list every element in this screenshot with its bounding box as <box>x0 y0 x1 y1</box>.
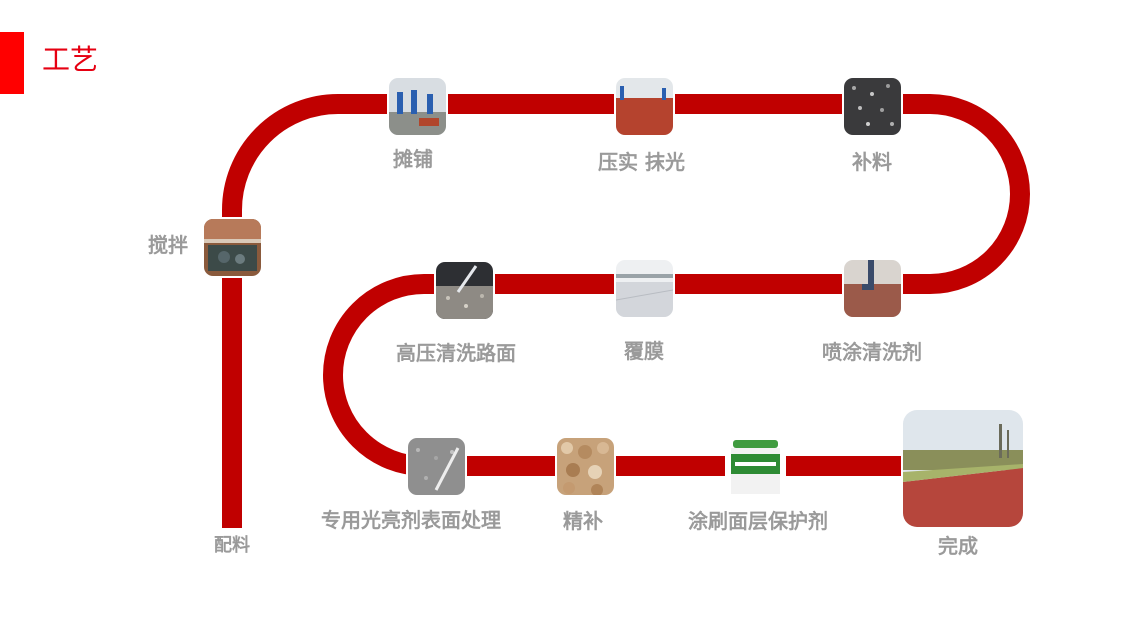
step-label-batch: 配料 <box>214 535 250 556</box>
red-pavement-photo <box>616 78 673 135</box>
finished-red-path-photo <box>903 410 1023 527</box>
step-label-done: 完成 <box>938 534 978 558</box>
spraying-pavement-photo <box>844 260 901 317</box>
surface-treatment-photo <box>408 438 465 495</box>
step-label-compact: 压实 抹光 <box>598 150 685 174</box>
step-label-spray-cleaner: 喷涂清洗剂 <box>822 340 922 364</box>
step-label-patch: 补料 <box>852 150 892 174</box>
step-label-spread: 摊铺 <box>393 147 433 171</box>
mixer-photo <box>204 219 261 276</box>
page-title: 工艺 <box>42 43 99 76</box>
film-covered-road-photo <box>616 260 673 317</box>
step-label-wash: 高压清洗路面 <box>396 341 516 365</box>
stones-closeup-photo <box>557 438 614 495</box>
title-accent-bar <box>0 32 24 94</box>
step-label-mix: 搅拌 <box>148 233 188 257</box>
step-label-film: 覆膜 <box>624 339 664 363</box>
step-label-fine-patch: 精补 <box>563 509 603 533</box>
sealant-bucket-photo <box>727 436 784 496</box>
gravel-closeup-photo <box>844 78 901 135</box>
pressure-washing-photo <box>436 262 493 319</box>
step-label-brighten: 专用光亮剂表面处理 <box>321 508 501 532</box>
step-label-coat: 涂刷面层保护剂 <box>688 509 828 533</box>
workers-spreading-photo <box>389 78 446 135</box>
